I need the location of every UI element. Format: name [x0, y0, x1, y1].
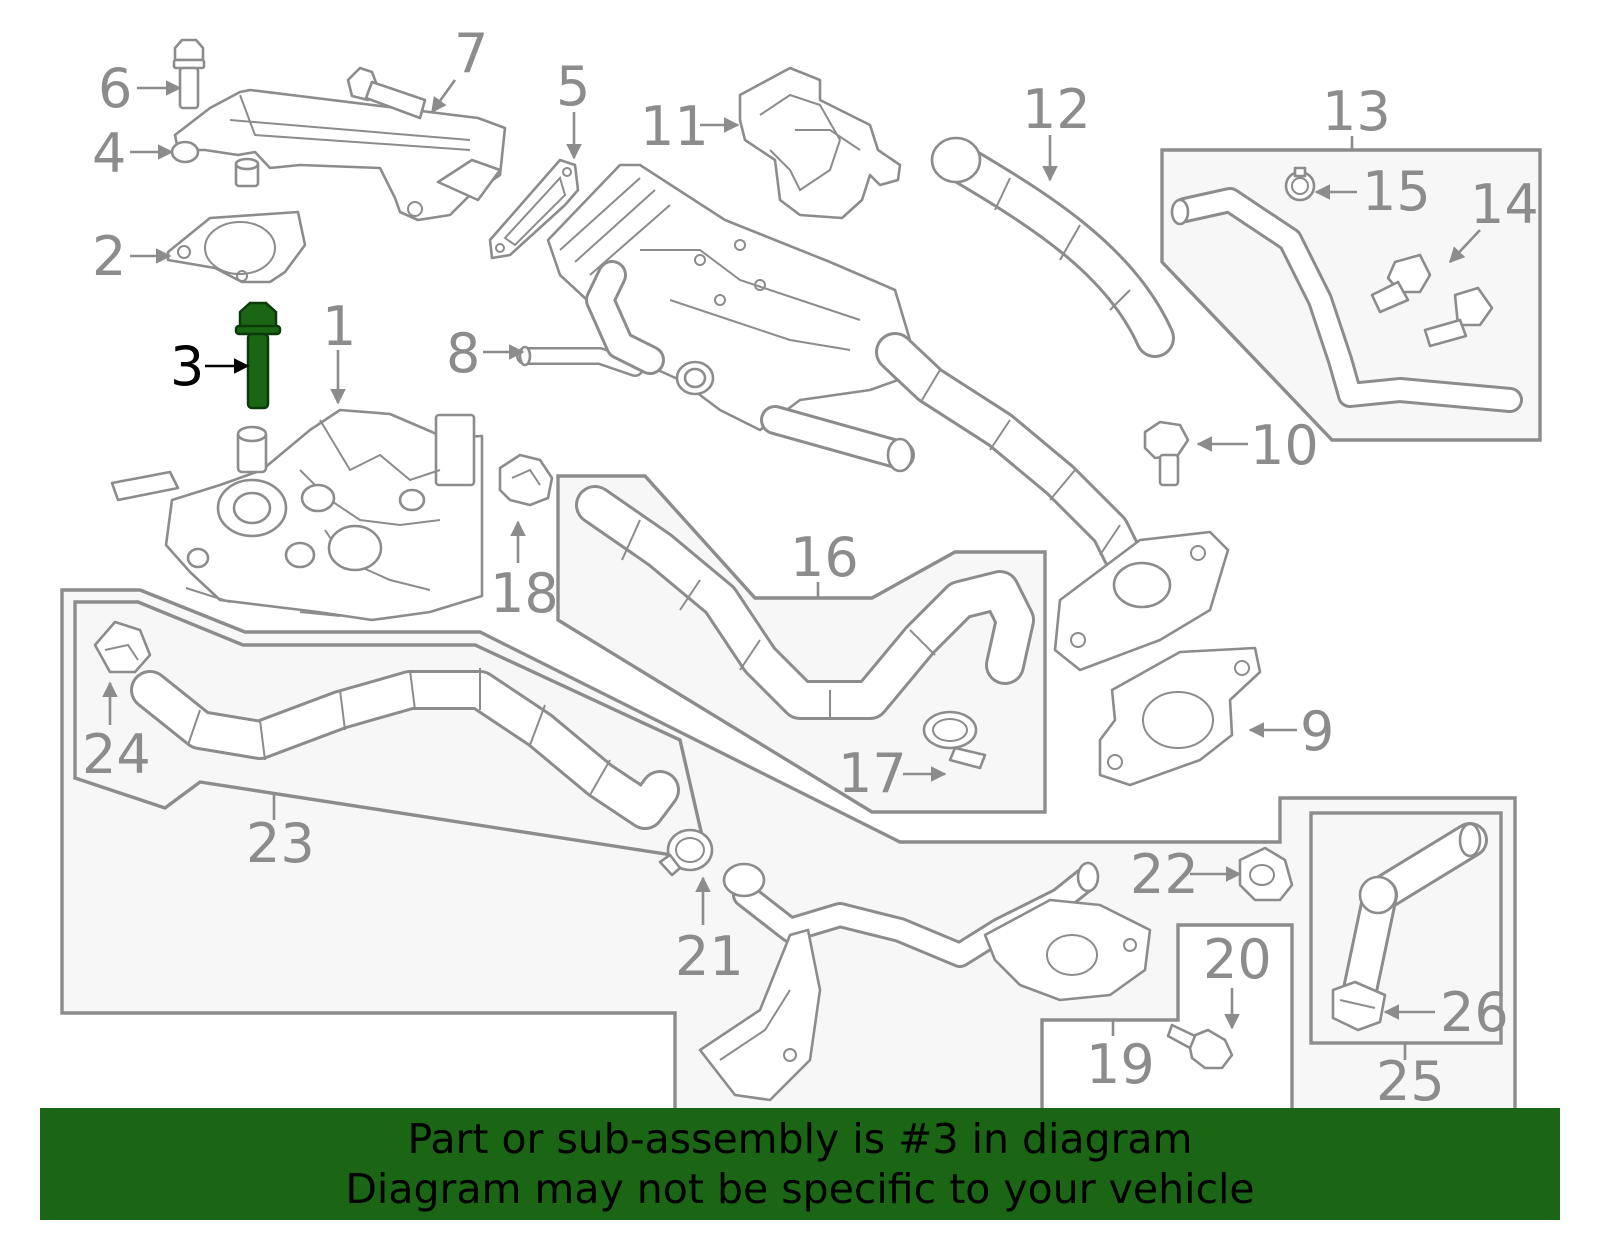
callout-20: 20: [1203, 928, 1272, 991]
hose-16-part: [575, 485, 1035, 720]
callout-18: 18: [490, 562, 559, 625]
banner-line-part-number: Part or sub-assembly is #3 in diagram: [407, 1115, 1193, 1163]
heat-shield-11-part: [738, 66, 902, 220]
gasket-2-part: [166, 210, 307, 284]
callout-4: 4: [92, 122, 126, 185]
callout-6: 6: [98, 57, 132, 120]
callout-25: 25: [1376, 1050, 1445, 1113]
callout-24: 24: [82, 723, 151, 786]
banner-line-disclaimer: Diagram may not be specific to your vehi…: [345, 1165, 1255, 1213]
callout-21: 21: [675, 925, 744, 988]
egr-cooler-body: [546, 163, 915, 473]
callout-5: 5: [556, 55, 590, 118]
bolt-3-highlighted[interactable]: [234, 301, 282, 410]
callout-19: 19: [1086, 1033, 1155, 1096]
info-banner: Part or sub-assembly is #3 in diagram Di…: [40, 1108, 1560, 1220]
pipe-19-part: [698, 861, 1152, 1102]
clamp-17-part: [922, 710, 987, 770]
clamp-21-part: [658, 828, 714, 877]
callout-22: 22: [1130, 843, 1199, 906]
callout-8: 8: [446, 322, 480, 385]
bolt-20-part: [1166, 1023, 1234, 1070]
callout-14: 14: [1470, 173, 1539, 236]
bolt-6-part: [172, 38, 206, 110]
egr-pipe-long: [875, 332, 1230, 672]
callout-10: 10: [1250, 414, 1319, 477]
connector-14-part: [1370, 253, 1494, 348]
gasket-9-part: [1098, 646, 1262, 787]
hose-12-part: [930, 136, 1175, 358]
callout-9: 9: [1300, 700, 1334, 763]
bolt-10-part: [1143, 420, 1190, 487]
tube-8-part: [516, 345, 644, 377]
hose-25-part: [1342, 822, 1488, 1008]
callout-7: 7: [454, 22, 488, 85]
callout-labels: 1 2 3 4 5 6 7 8 9 10 11 12 13 14 15 16 1…: [82, 22, 1539, 1113]
clip-26-part: [1331, 980, 1387, 1032]
callout-12: 12: [1022, 78, 1091, 141]
callout-17: 17: [838, 742, 907, 805]
callout-23: 23: [246, 812, 315, 875]
callout-13: 13: [1322, 80, 1391, 143]
clamp-15-part: [1284, 166, 1316, 202]
clamp-18-part: [498, 453, 554, 507]
egr-valve-part: [110, 408, 484, 622]
callout-16: 16: [790, 526, 859, 589]
leader-7: [430, 79, 457, 114]
leader-14: [1448, 229, 1481, 264]
bolt-7-part: [346, 66, 427, 120]
leader-lines: [102, 79, 1481, 1060]
callout-3[interactable]: 3: [170, 335, 204, 398]
egr-pipe-4-part: [170, 88, 507, 222]
callout-11: 11: [640, 95, 709, 158]
clamp-22-part: [1238, 846, 1294, 902]
clamp-24-part: [93, 620, 152, 674]
gasket-5-part: [488, 158, 580, 260]
callout-2: 2: [92, 225, 126, 288]
callout-26: 26: [1440, 981, 1509, 1044]
hose-23-part: [130, 668, 680, 830]
callout-1: 1: [322, 295, 356, 358]
callout-15: 15: [1362, 160, 1431, 223]
hose-13-part: [1170, 187, 1523, 413]
